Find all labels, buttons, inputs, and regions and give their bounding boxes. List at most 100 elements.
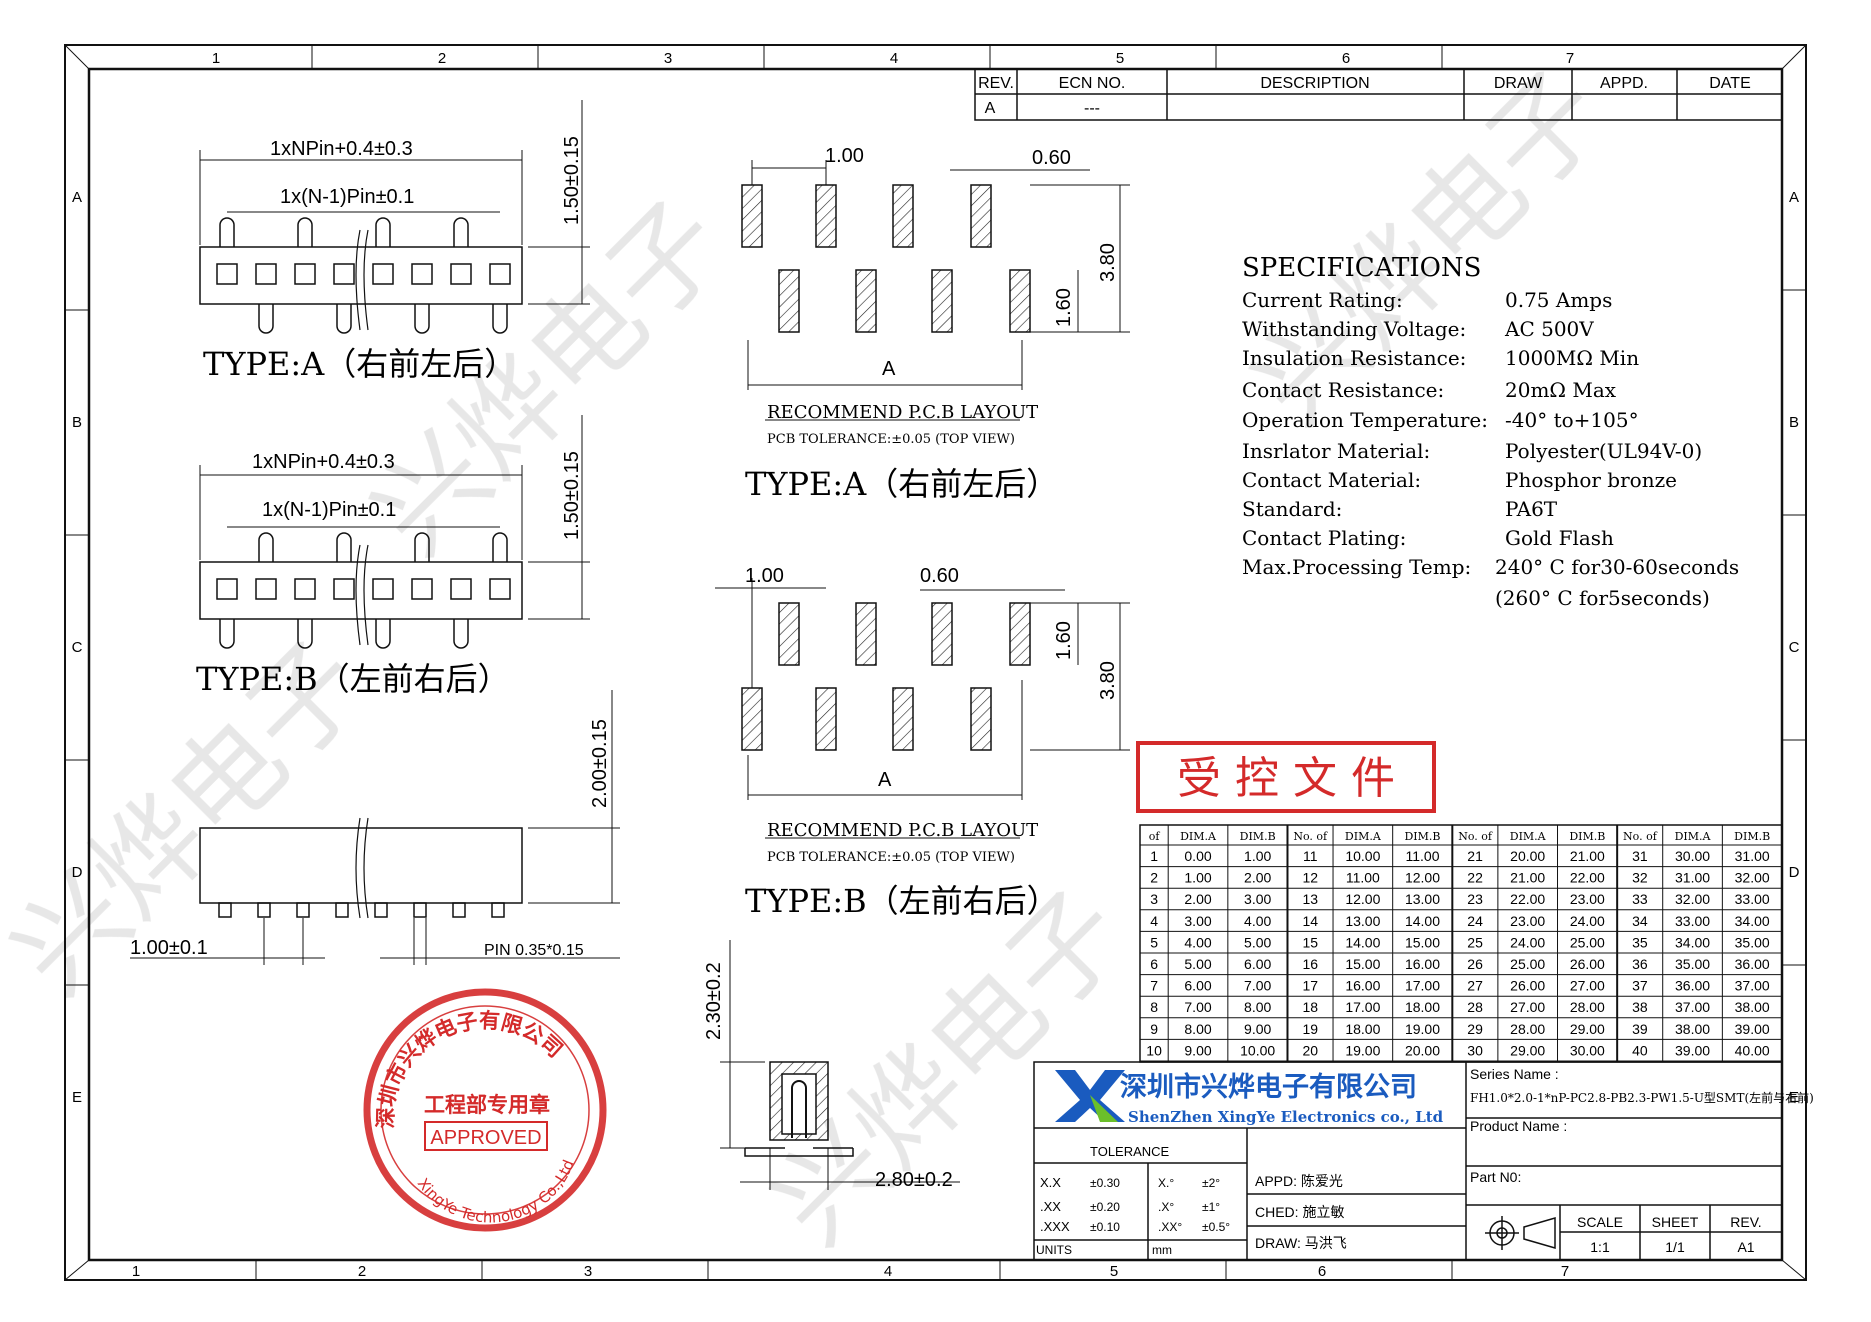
spec-key: Max.Processing Temp: (1242, 555, 1471, 579)
dim-table-cell: 31 (1632, 848, 1648, 864)
dim-table-cell: 38.00 (1675, 1021, 1710, 1037)
dim-table-cell: 37.00 (1675, 999, 1710, 1015)
date-header: DATE (1709, 75, 1750, 92)
sheet-label: SHEET (1652, 1214, 1699, 1230)
dim-table-cell: 17.00 (1405, 978, 1440, 994)
sheet-frame (64, 44, 1807, 1281)
row-label: B (1789, 414, 1799, 431)
dim-table-cell: 35 (1632, 934, 1648, 950)
dim-table-cell: 30.00 (1570, 1042, 1605, 1058)
dim-table-cell: 22 (1467, 870, 1483, 886)
col-label: 5 (1110, 1263, 1118, 1280)
col-label: 2 (438, 50, 446, 67)
dim-table-cell: 37 (1632, 978, 1648, 994)
row-label: A (1789, 189, 1799, 206)
dim-table-cell: 28.00 (1570, 999, 1605, 1015)
spec-value: PA6T (1505, 497, 1558, 521)
frame-labels: 1 2 3 4 5 6 7 1 2 3 4 5 6 7 A B C D E A … (72, 50, 1800, 1280)
dim-table-cell: 36 (1632, 956, 1648, 972)
dim-table-cell: 33.00 (1735, 891, 1770, 907)
dim-table-cell: 18.00 (1405, 999, 1440, 1015)
dim-table-header: DIM.B (1569, 830, 1605, 843)
dim-table-cell: 8.00 (1244, 999, 1271, 1015)
dim-table-cell: 5.00 (1184, 956, 1211, 972)
controlled-stamp: 受 控 文 件 (1136, 741, 1436, 813)
dim-table-header: DIM.A (1510, 830, 1547, 843)
dim-table-cell: 19 (1302, 1021, 1318, 1037)
dim-table-cell: 26 (1467, 956, 1483, 972)
dim-table-cell: 8.00 (1184, 1021, 1211, 1037)
dim-table-cell: 5.00 (1244, 934, 1271, 950)
dim-table-cell: 11 (1303, 848, 1318, 864)
dim-table-cell: 25 (1467, 934, 1483, 950)
projection-symbol-icon (1485, 1216, 1556, 1250)
dim-table-cell: 3.00 (1184, 913, 1211, 929)
dim-pitch: 1.00±0.1 (130, 937, 208, 959)
dim-table-cell: 6 (1150, 956, 1158, 972)
spec-value: AC 500V (1504, 317, 1594, 341)
units-value: mm (1152, 1243, 1172, 1257)
description-header: DESCRIPTION (1260, 75, 1369, 92)
dim-table-header: No. of (1293, 830, 1328, 843)
ecn-header: ECN NO. (1059, 75, 1126, 92)
pcb-a-dims: 1.00 0.60 3.80 1.60 A RECOMMEND P.C.B LA… (767, 145, 1119, 447)
dim-table-header: No. of (1458, 830, 1493, 843)
pcb-layout-a (741, 160, 1130, 421)
pcb-100: 1.00 (745, 565, 784, 587)
title-block-text: Series Name : FH1.0*2.0-1*nP-PC2.8-PB2.3… (1036, 1066, 1814, 1257)
col-label: 6 (1342, 50, 1350, 67)
product-label: Product Name : (1470, 1118, 1567, 1134)
dim-table-cell: 4 (1150, 913, 1158, 929)
spec-value: 1000MΩ Min (1505, 346, 1639, 370)
dim-table-cell: 19.00 (1405, 1021, 1440, 1037)
dim-table-cell: 23.00 (1510, 913, 1545, 929)
dim-table-cell: 16.00 (1405, 956, 1440, 972)
col-label: 4 (884, 1263, 892, 1280)
dim-table-cell: 33 (1632, 891, 1648, 907)
dim-table-cell: 10.00 (1345, 848, 1380, 864)
company-name-cn: 深圳市兴烨电子有限公司 (1120, 1071, 1417, 1103)
dim-table-cell: 13.00 (1405, 891, 1440, 907)
row-label: C (1789, 639, 1800, 656)
pcb-b-dims: 1.00 0.60 3.80 1.60 A RECOMMEND P.C.B LA… (745, 565, 1119, 865)
dim-table-cell: 9.00 (1184, 1042, 1211, 1058)
dim-table-cell: 34.00 (1735, 913, 1770, 929)
dim-table-cell: 1.00 (1184, 870, 1211, 886)
dim-table-cell: 25.00 (1570, 934, 1605, 950)
dim-n1-pin: 1x(N-1)Pin±0.1 (262, 499, 396, 521)
dim-table-cell: 29.00 (1570, 1021, 1605, 1037)
dim-table-cell: 32.00 (1735, 870, 1770, 886)
spec-value: Phosphor bronze (1505, 468, 1677, 492)
company-seal: 深圳市兴烨电子有限公司 XingYe Technology Co.,Ltd 工程… (363, 988, 607, 1232)
dim-table-cell: 11.00 (1406, 848, 1440, 864)
type-b-label-pcb: TYPE:B（左前右后） (745, 882, 1059, 920)
dim-table-cell: 34.00 (1675, 934, 1710, 950)
dim-table-cell: 36.00 (1735, 956, 1770, 972)
type-a-label-pcb: TYPE:A（右前左后） (745, 465, 1058, 503)
tol-d: ±2° (1202, 1176, 1220, 1190)
dim-280: 2.80±0.2 (875, 1169, 953, 1191)
dim-table-cell: 14 (1302, 913, 1318, 929)
rev-value: A1 (1737, 1239, 1754, 1255)
tol-c: X.° (1158, 1176, 1174, 1190)
dim-table-cell: 11.00 (1346, 870, 1380, 886)
part-label: Part N0: (1470, 1169, 1521, 1185)
dim-table-header: DIM.A (1345, 830, 1382, 843)
revision-table: REV. ECN NO. DESCRIPTION DRAW APPD. DATE… (974, 68, 1783, 121)
tol-c: .XX° (1158, 1220, 1182, 1234)
dim-table-cell: 12.00 (1345, 891, 1380, 907)
dim-table-cell: 28 (1467, 999, 1483, 1015)
row-label: A (72, 189, 82, 206)
dim-table-header: DIM.B (1240, 830, 1276, 843)
dim-table-cell: 39 (1632, 1021, 1648, 1037)
cross-section-view (720, 940, 960, 1190)
spec-value: 240° C for30-60seconds (1495, 555, 1739, 579)
ched: CHED: 施立敏 (1255, 1204, 1344, 1220)
spec-key: Standard: (1242, 497, 1342, 521)
pcb-100: 1.00 (825, 145, 864, 167)
spec-key: Insrlator Material: (1242, 439, 1430, 463)
sheet-value: 1/1 (1665, 1239, 1685, 1255)
dim-height-a: 1.50±0.15 (561, 136, 583, 225)
dim-table-cell: 1.00 (1244, 848, 1271, 864)
dim-table-cell: 20 (1302, 1042, 1318, 1058)
